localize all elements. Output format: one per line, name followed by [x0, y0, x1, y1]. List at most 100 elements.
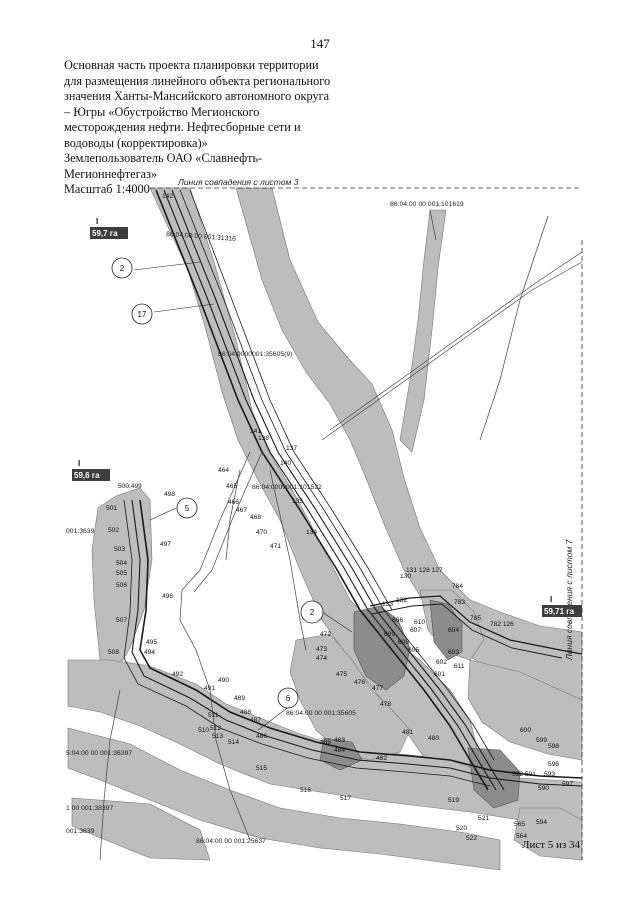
point-label: 480	[428, 735, 439, 742]
point-label: 785	[470, 615, 481, 622]
point-label: 606	[392, 617, 403, 624]
point-label: 609	[384, 631, 395, 638]
point-label: 483	[334, 737, 345, 744]
header-line: для размещения линейного объекта региона…	[64, 73, 331, 88]
point-label: 478	[380, 701, 391, 708]
scale-line: Масштаб 1:4000	[64, 182, 150, 196]
point-label: 133	[382, 601, 393, 608]
point-label: 487	[250, 717, 261, 724]
cadastral-number: 86:04:0000001:35605(9)	[218, 351, 292, 358]
circle-marker	[131, 303, 153, 325]
point-label: 488	[240, 709, 251, 716]
area-value: 59,7 га	[92, 229, 118, 238]
header-line: Мегионнефтегаз»	[64, 166, 158, 181]
cadastral-number: 86:04:00 00 001:31316	[166, 231, 236, 243]
point-label: 517	[340, 795, 351, 802]
join-label-top: Линия совпадения с листом 3	[177, 177, 299, 187]
cadastral-number: 5:04:00 00 001:36397	[66, 750, 132, 757]
point-label: 511	[208, 712, 219, 719]
point-label: 130	[400, 573, 411, 580]
point-label: 465	[226, 483, 237, 490]
area-mark: I	[550, 595, 552, 604]
point-label: 590	[538, 785, 549, 792]
point-label: 599	[536, 737, 547, 744]
point-label: 500,499	[118, 483, 142, 490]
point-label: 784	[452, 583, 463, 590]
cadastral-number: 86:04:00 00 001:35605	[286, 710, 356, 717]
point-label: 604	[448, 627, 459, 634]
point-label: 563	[0, 0, 11, 2]
point-label: 593	[544, 771, 555, 778]
point-label: 508	[108, 649, 119, 656]
circle-marker	[176, 497, 198, 519]
circle-label: 6	[286, 694, 291, 703]
point-label: 140	[280, 460, 291, 467]
point-label: 494	[144, 649, 155, 656]
point-label: 467	[236, 507, 247, 514]
sheet-number: Лист 5 из 34	[522, 839, 581, 851]
point-label: 472	[320, 631, 331, 638]
point-label: 492	[172, 671, 183, 678]
point-label: 134	[306, 529, 317, 536]
point-label: 519	[448, 797, 459, 804]
point-label: 491	[204, 685, 215, 692]
document-header: Основная часть проекта планировки террит…	[64, 58, 331, 198]
area-mark: I	[78, 459, 80, 468]
point-label: 477	[372, 685, 383, 692]
cadastral-number: 1 00 001:38397	[66, 805, 113, 812]
point-label: 783	[454, 599, 465, 606]
cadastral-number: 001:3639	[66, 828, 95, 835]
point-label: 504	[116, 560, 127, 567]
circle-label: 5	[185, 504, 190, 513]
point-label: 605	[408, 647, 419, 654]
point-label: 475	[336, 671, 347, 678]
header-line: водоводы (корректировка)»	[64, 135, 208, 150]
point-label: 470	[256, 529, 267, 536]
point-label: 142	[162, 193, 173, 200]
point-label: 505	[116, 570, 127, 577]
point-label: 510	[198, 727, 209, 734]
point-label: 503	[114, 546, 125, 553]
point-label: 594	[536, 819, 547, 826]
point-label: 512	[210, 725, 221, 732]
point-label: 611	[454, 663, 465, 670]
point-label: 608	[398, 639, 409, 646]
point-label: 474	[316, 655, 327, 662]
point-label: 507	[116, 617, 127, 624]
point-label: 592 591	[512, 771, 536, 778]
point-label: 476	[354, 679, 365, 686]
point-label: 484	[334, 747, 345, 754]
point-label: 495	[146, 639, 157, 646]
point-label: 464	[218, 467, 229, 474]
point-label: 600	[520, 727, 531, 734]
point-label: 514	[228, 739, 239, 746]
point-label: 610	[414, 619, 425, 626]
point-label: 496	[162, 593, 173, 600]
point-label: 782 126	[490, 621, 514, 628]
point-label: 603	[448, 649, 459, 656]
boundary-lines	[99, 209, 583, 861]
point-label: 489	[234, 695, 245, 702]
point-label: 498	[164, 491, 175, 498]
area-badges: I I 59,7 га I 59,6 га I 59,71 га	[72, 217, 582, 617]
point-label: 490	[218, 677, 229, 684]
header-line: месторождения нефти. Нефтесборные сети и	[64, 120, 301, 134]
header-line: Основная часть проекта планировки террит…	[64, 58, 319, 72]
area-value: 59,6 га	[74, 471, 100, 480]
point-label: 522	[466, 835, 477, 842]
point-label: 132	[396, 597, 407, 604]
circle-marker	[300, 600, 324, 624]
point-label: 501	[106, 505, 117, 512]
point-label: 466	[228, 499, 239, 506]
point-label: 602	[436, 659, 447, 666]
area-badge: I I 59,7 га	[90, 217, 128, 239]
point-label: 502	[108, 527, 119, 534]
cadastral-number: 001:3639	[66, 528, 95, 535]
join-label-right: Линия совпадения с листом 7	[564, 539, 574, 661]
cadastral-number: 86:04:0000001:101522	[252, 484, 322, 491]
area-mark: I	[96, 217, 98, 226]
point-label: 482	[376, 755, 387, 762]
cadastral-number: 86:04:00 00 001:101619	[390, 201, 464, 208]
point-label: 506	[116, 582, 127, 589]
